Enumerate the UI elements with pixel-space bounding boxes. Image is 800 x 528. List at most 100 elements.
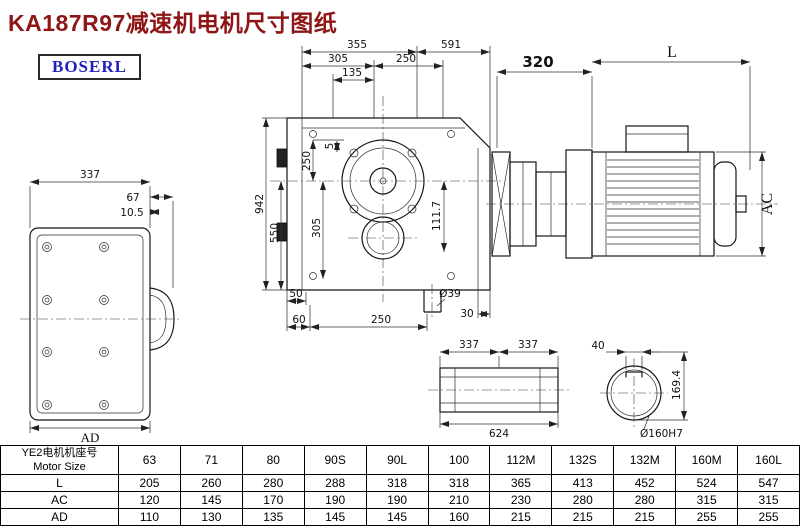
motor-terminal-box: [625, 125, 689, 153]
dim-end-40-label: 40: [591, 340, 604, 352]
table-cell: 315: [737, 491, 800, 509]
table-cell: 145: [365, 508, 429, 526]
table-cell: 288: [303, 474, 367, 492]
dim-motor-AC-label: AC: [759, 193, 776, 215]
table-header-size-160M: 160M: [675, 445, 739, 475]
table-row-AD: AD 110 130 135 145 145 160 215 215 215 2…: [0, 508, 800, 526]
end-view: [600, 358, 668, 428]
table-cell: 365: [489, 474, 553, 492]
dim-main-50-label: 50: [289, 288, 302, 300]
dim-end-169-4-label: 169.4: [671, 370, 683, 400]
dim-main-250-top-label: 250: [396, 53, 416, 65]
main-left-lug-top: [276, 148, 288, 168]
gearbox-dimension-drawing: 337 67 10.5 AD: [20, 39, 778, 445]
table-cell: 190: [365, 491, 429, 509]
table-cell: 210: [427, 491, 491, 509]
dim-main-111-7-label: 111.7: [431, 201, 443, 231]
row-label-AC: AC: [0, 491, 119, 509]
dim-motor-320-label: 320: [522, 53, 553, 71]
dim-front-337-label: 337: [80, 169, 100, 181]
table-cell: 130: [179, 508, 243, 526]
main-housing-outline: [286, 117, 491, 291]
dim-main-250-bottom-label: 250: [371, 314, 391, 326]
table-cell: 145: [303, 508, 367, 526]
table-cell: 110: [118, 508, 181, 526]
table-cell: 215: [551, 508, 615, 526]
table-cell: 230: [489, 491, 553, 509]
table-header-size-160L: 160L: [737, 445, 800, 475]
motor-cooling-fins: [607, 159, 699, 245]
table-row-AC: AC 120 145 170 190 190 210 230 280 280 3…: [0, 491, 800, 509]
table-cell: 120: [118, 491, 181, 509]
dim-main-135-label: 135: [342, 67, 362, 79]
front-view-dimensions: 337 67 10.5 AD: [29, 169, 174, 445]
dim-shaft-337a-label: 337: [459, 339, 479, 351]
table-cell: 215: [489, 508, 553, 526]
table-header-size-90S: 90S: [303, 445, 367, 475]
table-header-size-132M: 132M: [613, 445, 677, 475]
table-cell: 280: [613, 491, 677, 509]
table-cell: 255: [737, 508, 800, 526]
motor-size-label-cn: YE2电机机座号: [21, 446, 98, 459]
table-header-size-71: 71: [179, 445, 243, 475]
dim-front-67-label: 67: [126, 192, 139, 204]
table-cell: 524: [675, 474, 739, 492]
motor-view: [486, 125, 778, 259]
table-header-size-100: 100: [427, 445, 491, 475]
dim-shaft-624-label: 624: [489, 428, 509, 440]
end-view-dimensions: 40 169.4 Ø160H7: [591, 340, 688, 440]
table-cell: 280: [241, 474, 305, 492]
table-cell: 135: [241, 508, 305, 526]
dim-end-dia160H7-label: Ø160H7: [640, 428, 683, 440]
shaft-view-dimensions: 337 337 624: [439, 339, 559, 440]
table-header-size-90L: 90L: [365, 445, 429, 475]
motor-dimension-table: YE2电机机座号 Motor Size 63 71 80 90S 90L 100…: [0, 445, 800, 526]
dim-main-550-label: 550: [269, 223, 281, 243]
dim-main-942-label: 942: [254, 194, 266, 214]
table-cell: 160: [427, 508, 491, 526]
end-view-bore: [606, 365, 662, 421]
table-row-L: L 205 260 280 288 318 318 365 413 452 52…: [0, 474, 800, 492]
table-cell: 318: [365, 474, 429, 492]
table-cell: 260: [179, 474, 243, 492]
table-cell: 255: [675, 508, 739, 526]
dim-main-305-top-label: 305: [328, 53, 348, 65]
shaft-view: [428, 367, 570, 413]
table-cell: 205: [118, 474, 181, 492]
row-label-L: L: [0, 474, 119, 492]
table-cell: 170: [241, 491, 305, 509]
dim-shaft-337b-label: 337: [518, 339, 538, 351]
brand-logo-text: BOSERL: [52, 57, 127, 76]
table-header-motor-size: YE2电机机座号 Motor Size: [0, 445, 119, 475]
dim-main-305-left-label: 305: [311, 218, 323, 238]
motor-view-dimensions: 320 L AC: [496, 44, 776, 257]
dim-main-5-label: 5: [324, 143, 336, 150]
table-header-size-63: 63: [118, 445, 181, 475]
table-cell: 215: [613, 508, 677, 526]
table-cell: 452: [613, 474, 677, 492]
dim-motor-L-label: L: [667, 44, 677, 61]
main-view: [270, 96, 502, 318]
page-title: KA187R97减速机电机尺寸图纸: [8, 10, 338, 36]
dim-front-10-5-label: 10.5: [120, 207, 143, 219]
table-header-size-132S: 132S: [551, 445, 615, 475]
table-cell: 547: [737, 474, 800, 492]
table-cell: 280: [551, 491, 615, 509]
front-view-bolt-holes: [42, 242, 109, 410]
table-header-size-112M: 112M: [489, 445, 553, 475]
row-label-AD: AD: [0, 508, 119, 526]
dim-main-355-label: 355: [347, 39, 367, 51]
dim-main-dia39-label: Ø39: [439, 288, 461, 300]
dim-main-30-label: 30: [460, 308, 473, 320]
motor-size-label-en: Motor Size: [33, 460, 86, 473]
dim-main-60-label: 60: [292, 314, 305, 326]
table-header-row: YE2电机机座号 Motor Size 63 71 80 90S 90L 100…: [0, 445, 800, 475]
dim-main-250-left-label: 250: [301, 151, 313, 171]
table-header-size-80: 80: [241, 445, 305, 475]
table-cell: 315: [675, 491, 739, 509]
table-cell: 190: [303, 491, 367, 509]
table-cell: 318: [427, 474, 491, 492]
table-cell: 413: [551, 474, 615, 492]
table-cell: 145: [179, 491, 243, 509]
